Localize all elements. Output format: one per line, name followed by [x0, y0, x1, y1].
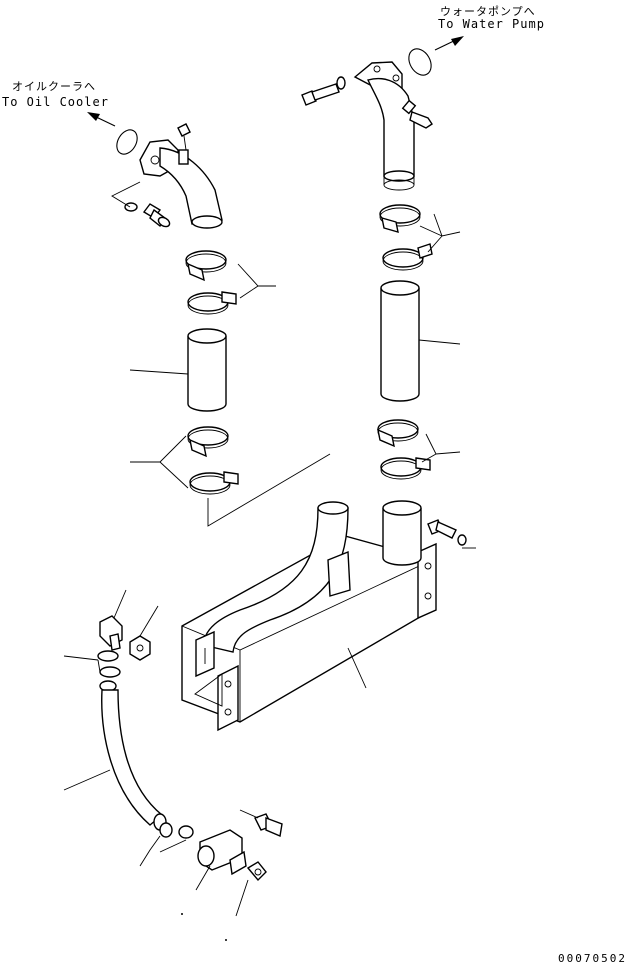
oil-cooler-direction-arrow [87, 112, 116, 127]
o-ring-oil-cooler [116, 129, 138, 155]
drawing-number: 00070502 [558, 952, 627, 965]
to-oil-cooler-label-jp: オイルクーラへ [12, 80, 96, 93]
bolt-cooler-mount [427, 519, 467, 546]
to-water-pump-label-jp: ウォータポンプへ [440, 5, 536, 18]
water-pump-direction-arrow [434, 36, 464, 51]
to-water-pump-label: To Water Pump [438, 17, 545, 31]
leader-lines [63, 213, 476, 917]
hose-clamp [185, 204, 433, 495]
bolt-water-elbow [301, 76, 346, 106]
oil-cooler-body [181, 500, 437, 732]
hose-right [380, 280, 420, 402]
drain-bolts [246, 813, 283, 882]
bolt-oil-elbow [124, 202, 171, 228]
plug-fitting [129, 635, 151, 661]
elbow-fitting [99, 615, 123, 651]
to-oil-cooler-label: To Oil Cooler [2, 95, 109, 109]
hose-fitting-clamps [97, 650, 121, 692]
drain-plug-marks [181, 913, 227, 941]
drain-valve-body [197, 829, 247, 876]
o-ring-water-pump [408, 48, 432, 76]
oil-cooler-elbow [139, 123, 223, 229]
water-outlet-elbow [353, 61, 433, 191]
drain-hose [101, 689, 167, 831]
hose-left [187, 328, 227, 412]
hose-clamp-small [159, 822, 194, 839]
